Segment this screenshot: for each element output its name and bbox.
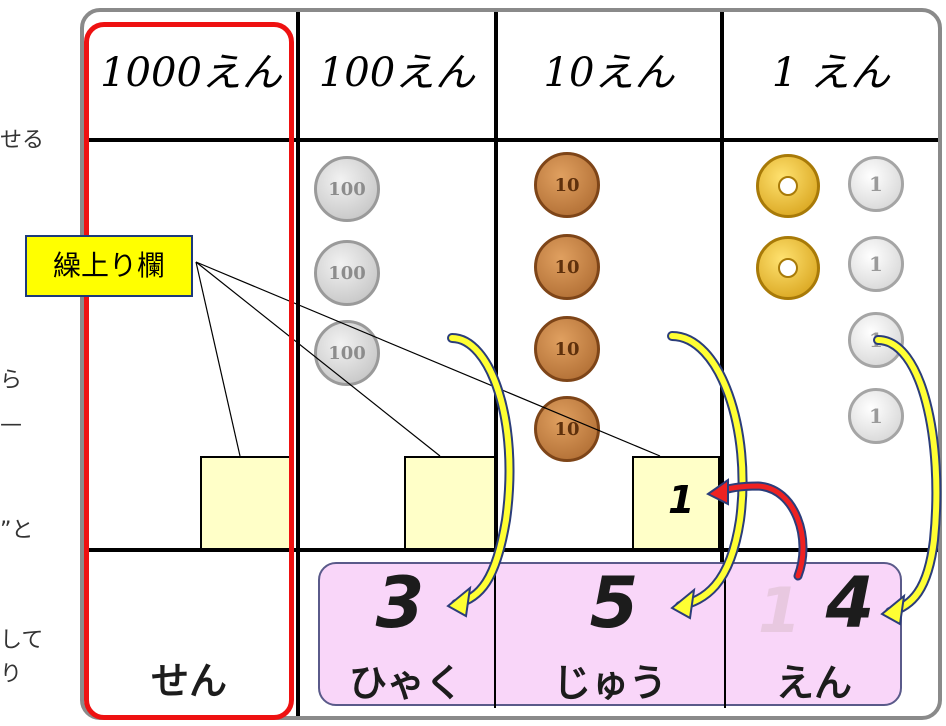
coin-100-yen: 100 bbox=[314, 240, 380, 306]
carry-box-tens bbox=[632, 456, 720, 550]
arrow-hundreds-outline bbox=[447, 333, 515, 609]
answer-thousands-unit: せん bbox=[150, 659, 227, 703]
coin-1-yen: 1 bbox=[848, 156, 904, 212]
arrow-tens-outline bbox=[667, 331, 748, 611]
fragment-text-4: ”と bbox=[0, 518, 34, 543]
column-divider-2 bbox=[494, 12, 498, 562]
coin-5-yen bbox=[756, 236, 820, 300]
fragment-text-6: り bbox=[0, 662, 23, 687]
fragment-text-3: — bbox=[0, 412, 22, 437]
column-divider-1 bbox=[296, 12, 300, 716]
carry-digit: 1 bbox=[668, 478, 695, 522]
answer-tens-unit: じゅう bbox=[552, 661, 667, 705]
header-100-yen: 100えん bbox=[318, 50, 476, 96]
coin-100-yen: 100 bbox=[314, 320, 380, 386]
coin-10-yen: 10 bbox=[534, 316, 600, 382]
answer-hundreds-digit: 3 bbox=[375, 562, 425, 644]
carry-box-hundreds bbox=[404, 456, 496, 550]
arrow-carry bbox=[715, 483, 806, 579]
answer-ones-ghost-digit: 1 bbox=[758, 574, 802, 647]
fragment-text-2: ら bbox=[0, 368, 23, 393]
answer-divider bbox=[84, 548, 938, 552]
arrow-tens-head bbox=[670, 587, 696, 620]
answer-ones-unit: えん bbox=[775, 661, 852, 705]
coin-1-yen: 1 bbox=[848, 236, 904, 292]
leader-line-tens bbox=[195, 261, 661, 457]
arrow-tens bbox=[669, 333, 746, 609]
coin-10-yen: 10 bbox=[534, 234, 600, 300]
arrow-carry-head bbox=[706, 478, 729, 506]
leader-line-thousands bbox=[195, 261, 241, 457]
column-divider-3 bbox=[720, 12, 724, 562]
header-10-yen: 10えん bbox=[543, 50, 675, 96]
answer-divider-2 bbox=[724, 562, 726, 708]
coin-100-yen: 100 bbox=[314, 156, 380, 222]
answer-panel bbox=[318, 562, 902, 706]
answer-hundreds-unit: ひゃく bbox=[348, 661, 463, 705]
thousands-column-highlight bbox=[84, 22, 294, 720]
answer-tens-digit: 5 bbox=[589, 562, 639, 644]
fragment-text-5: して bbox=[0, 628, 44, 653]
leader-line-hundreds bbox=[195, 261, 441, 457]
arrow-hundreds-head bbox=[446, 585, 472, 618]
header-1-yen: 1 えん bbox=[771, 50, 891, 96]
answer-divider-1 bbox=[494, 562, 496, 708]
coin-10-yen: 10 bbox=[534, 396, 600, 462]
carry-label: 繰上り欄 bbox=[25, 235, 193, 297]
coin-10-yen: 10 bbox=[534, 152, 600, 218]
coin-1-yen: 1 bbox=[848, 388, 904, 444]
arrow-ones-head bbox=[880, 593, 906, 626]
header-divider bbox=[84, 138, 938, 142]
answer-ones-digit: 4 bbox=[825, 562, 875, 644]
arrow-ones bbox=[875, 337, 940, 615]
header-1000-yen: 1000えん bbox=[100, 50, 282, 96]
arrow-hundreds bbox=[449, 335, 513, 607]
coin-5-yen bbox=[756, 154, 820, 218]
fragment-text-1: せる bbox=[0, 128, 45, 153]
